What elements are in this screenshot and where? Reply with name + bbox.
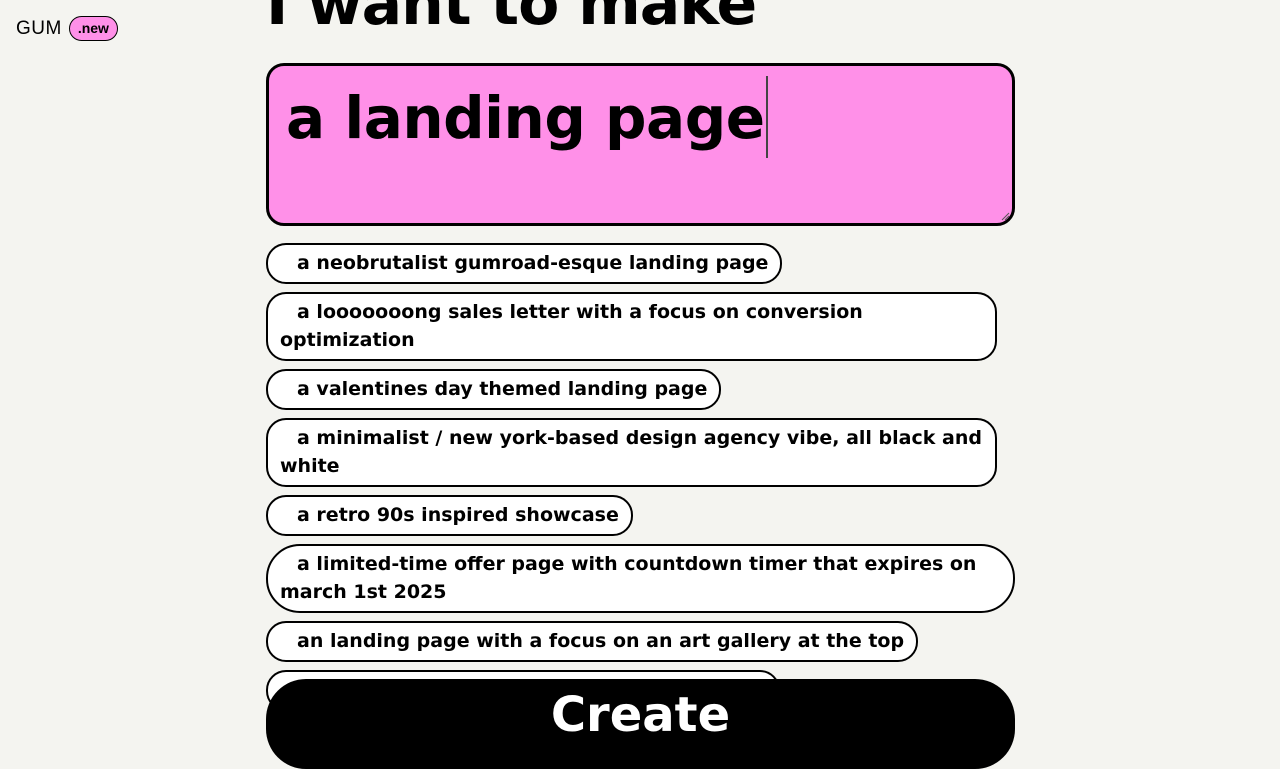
create-button[interactable]: Create bbox=[266, 679, 1015, 769]
resize-grip-icon[interactable] bbox=[1000, 211, 1010, 221]
page-heading: I want to make bbox=[266, 0, 757, 39]
suggestion-chip[interactable]: an landing page with a focus on an art g… bbox=[266, 621, 919, 662]
suggestion-list: a neobrutalist gumroad-esque landing pag… bbox=[266, 243, 1015, 719]
prompt-text-wrapper: a landing page bbox=[286, 76, 768, 160]
text-caret bbox=[765, 76, 768, 158]
logo-wordmark: GUM bbox=[16, 17, 62, 39]
suggestion-chip[interactable]: a neobrutalist gumroad-esque landing pag… bbox=[266, 243, 783, 284]
suggestion-chip[interactable]: a minimalist / new york-based design age… bbox=[266, 418, 997, 487]
suggestion-chip[interactable]: a looooooong sales letter with a focus o… bbox=[266, 292, 997, 361]
prompt-value: a landing page bbox=[286, 84, 765, 152]
logo-badge: .new bbox=[68, 16, 118, 41]
suggestion-chip[interactable]: a limited-time offer page with countdown… bbox=[266, 544, 1015, 613]
suggestion-chip[interactable]: a retro 90s inspired showcase bbox=[266, 495, 633, 536]
prompt-textarea[interactable]: a landing page bbox=[266, 63, 1015, 226]
logo[interactable]: GUM .new bbox=[16, 16, 118, 41]
suggestion-chip[interactable]: a valentines day themed landing page bbox=[266, 369, 722, 410]
